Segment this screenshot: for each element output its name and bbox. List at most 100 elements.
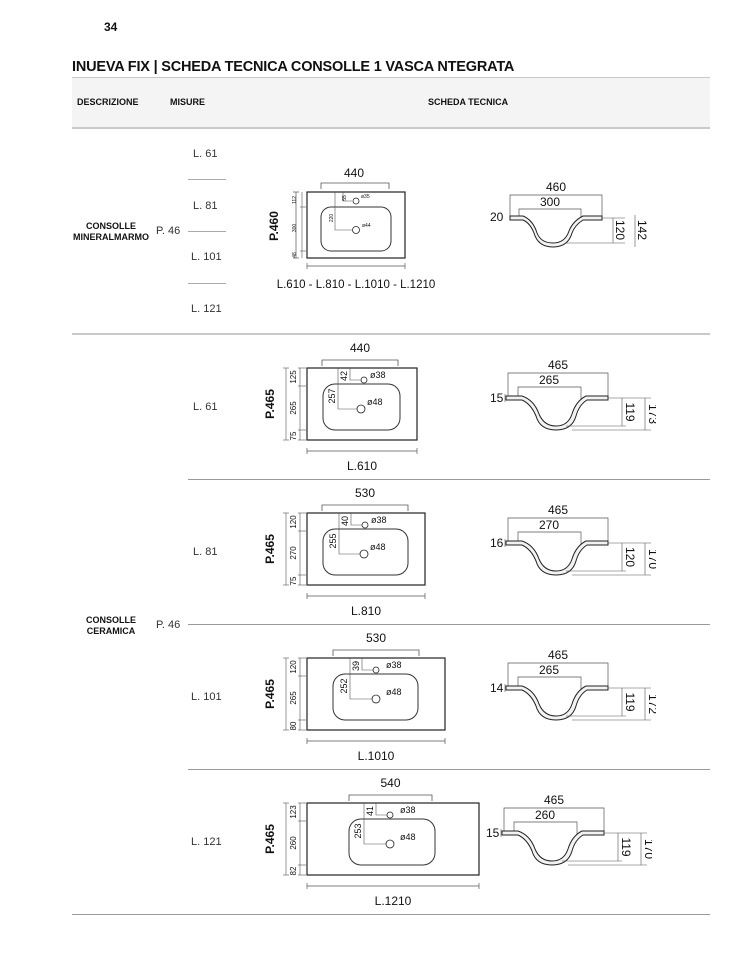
drain-hole-dim: ø48 [400,832,416,842]
drain-hole-dim: ø48 [370,542,386,552]
side-profile-drawing: 465 260 15 119 170 [486,793,652,866]
total-height-dim: 170 [642,839,652,859]
tap-hole-icon [386,811,394,819]
outer-width-dim: 465 [548,358,568,372]
seg-bot: 80 [289,721,298,730]
table-header [72,77,710,129]
console-outline [306,512,426,586]
depth-label: P. 46 [156,225,181,237]
depth-label: P.460 [267,211,281,241]
seg-top: 123 [289,805,298,819]
size-label: L. 101 [191,251,222,263]
side-profile-drawing: 465 270 16 120 170 [490,503,656,576]
drain-hole-dim: ø48 [367,397,383,407]
console-outline [306,191,406,259]
basin-section [505,540,609,576]
outer-width-dim: 460 [546,180,566,194]
length-label: L.810 [351,604,381,618]
header-description: DESCRIZIONE [77,97,139,107]
inner-width-dim: 270 [539,518,559,532]
drain-hole-dim: ø48 [386,687,402,697]
size-divider [188,283,226,284]
basin-outline [322,528,409,576]
basin-width-dim: 440 [344,166,364,180]
top-view-drawing: 530 P.465 120 270 75 40 255 ø38 ø48 L.81… [263,486,426,618]
tap-offset: 55 [342,195,348,201]
seg-top: 120 [289,660,298,674]
size-label: L. 81 [193,200,218,212]
row-divider [188,769,710,770]
length-dim-line [306,883,480,889]
seg-bot: 75 [289,576,298,585]
outer-width-dim: 465 [544,793,564,807]
basin-width-dim: 530 [366,631,386,645]
length-label: L.610 - L.810 - L.1010 - L.1210 [277,279,436,291]
basin-depth-dim: 120 [613,220,627,240]
header-tech-sheet: SCHEDA TECNICA [428,97,509,107]
section-divider [72,914,710,915]
seg-mid: 300 [292,224,298,233]
tap-hole-dim: ø38 [386,660,402,670]
depth-label: P. 46 [156,619,181,631]
basin-width-line [348,794,433,801]
length-label: L.1010 [358,749,395,763]
total-height-dim: 173 [646,404,656,424]
basin-width-line [332,649,420,656]
rim-dim: 16 [490,536,504,550]
page-number: 34 [104,20,118,34]
outer-width-dim: 465 [548,503,568,517]
basin-depth-dim: 120 [623,547,637,567]
basin-width-line [320,182,390,189]
section-divider [72,333,710,335]
tap-offset: 41 [365,806,375,816]
tap-hole-icon [360,376,368,384]
basin-width-line [321,359,399,366]
depth-label: P.465 [263,534,277,564]
side-profile-drawing: 465 265 14 119 172 [490,648,656,721]
top-view-drawing: 440 P.460 112 300 48 55 220 ø35 ø44 L.61… [267,166,436,291]
basin-section [509,215,603,248]
seg-mid: 270 [289,546,298,560]
size-label: L. 101 [191,691,222,703]
basin-depth-dim: 119 [619,837,633,856]
drain-hole-icon [359,549,369,559]
depth-dims [283,512,306,586]
depth-label: P.465 [263,679,277,709]
tap-hole-dim: ø35 [361,194,370,200]
tap-hole-dim: ø38 [371,515,387,525]
basin-section [505,395,609,431]
drain-hole-icon [371,694,381,704]
depth-label: P.465 [263,389,277,419]
tap-hole-dim: ø38 [400,805,416,815]
seg-top: 120 [289,515,298,529]
length-dim-line [306,738,446,744]
tap-hole-icon [372,666,380,674]
console-outline [306,657,446,731]
seg-top: 112 [292,196,298,204]
tap-offset: 39 [351,661,361,671]
side-profile-drawing: 460 300 20 120 142 [490,180,649,248]
seg-top: 125 [289,370,298,384]
total-height-dim: 172 [646,694,656,714]
description-line2: CERAMICA [86,626,136,636]
seg-bot: 75 [289,431,298,440]
basin-section [501,830,605,866]
console-outline [306,367,418,441]
length-dim-line [306,448,418,454]
description-line2: MINERALMARMO [73,232,149,242]
basin-outline [332,673,419,721]
inner-width-dim: 265 [539,663,559,677]
basin-depth-dim: 119 [623,692,637,711]
drain-offset: 257 [327,388,337,403]
basin-outline [320,206,392,252]
seg-mid: 265 [289,691,298,705]
basin-width-dim: 440 [350,341,370,355]
basin-depth-dim: 119 [623,402,637,421]
size-divider [188,179,226,180]
inner-width-dim: 300 [540,195,560,209]
section-description: CONSOLLE CERAMICA [66,615,156,637]
row-divider [188,479,710,480]
inner-width-dim: 260 [535,808,555,822]
section-description: CONSOLLE MINERALMARMO [66,221,156,243]
depth-dims [283,367,306,441]
